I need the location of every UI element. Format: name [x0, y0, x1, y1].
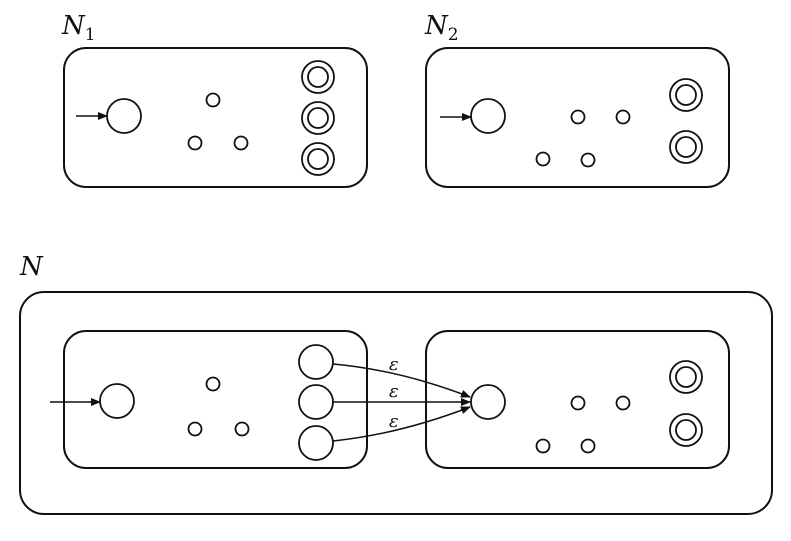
- n2-start-state: [470, 98, 506, 134]
- n2-state: [615, 109, 631, 125]
- n-former-accept-state: [298, 344, 334, 380]
- n2-state: [535, 151, 551, 167]
- n2-state: [580, 152, 596, 168]
- n1-label: N1: [61, 11, 96, 45]
- epsilon-label: ε: [389, 381, 399, 402]
- n2-accept-state: [669, 130, 703, 164]
- n1-state: [233, 135, 249, 151]
- epsilon-transition-arrow: [332, 363, 471, 398]
- n-inner-n2-state: [570, 395, 586, 411]
- n-inner-n2-state: [615, 395, 631, 411]
- n1-accept-state: [301, 101, 335, 135]
- n-inner-n2-state: [580, 438, 596, 454]
- n-inner-n1-state: [234, 421, 250, 437]
- n1-state: [205, 92, 221, 108]
- n-former-accept-state: [298, 384, 334, 420]
- n1-accept-state: [301, 142, 335, 176]
- n-accept-state: [669, 413, 703, 447]
- n-former-accept-state: [298, 425, 334, 461]
- n1-state: [187, 135, 203, 151]
- n-inner-n2-state: [535, 438, 551, 454]
- n1-accept-state: [301, 60, 335, 94]
- n1-box: [63, 47, 368, 188]
- n-start-state: [99, 383, 135, 419]
- n2-accept-state: [669, 78, 703, 112]
- n-inner-n1-state: [205, 376, 221, 392]
- epsilon-transition-arrow: [332, 406, 471, 442]
- n-label: N: [19, 252, 44, 282]
- epsilon-label: ε: [389, 354, 399, 375]
- n1-start-state: [106, 98, 142, 134]
- n2-label: N2: [424, 11, 459, 45]
- n2-box: [425, 47, 730, 188]
- n-inner-n1-box: [63, 330, 368, 469]
- n-inner-n1-state: [187, 421, 203, 437]
- epsilon-label: ε: [389, 411, 399, 432]
- n2-state: [570, 109, 586, 125]
- n-accept-state: [669, 360, 703, 394]
- n-inner-n2-box: [425, 330, 730, 469]
- n-inner-n2-start-state: [470, 384, 506, 420]
- n-outer-box: [19, 291, 773, 515]
